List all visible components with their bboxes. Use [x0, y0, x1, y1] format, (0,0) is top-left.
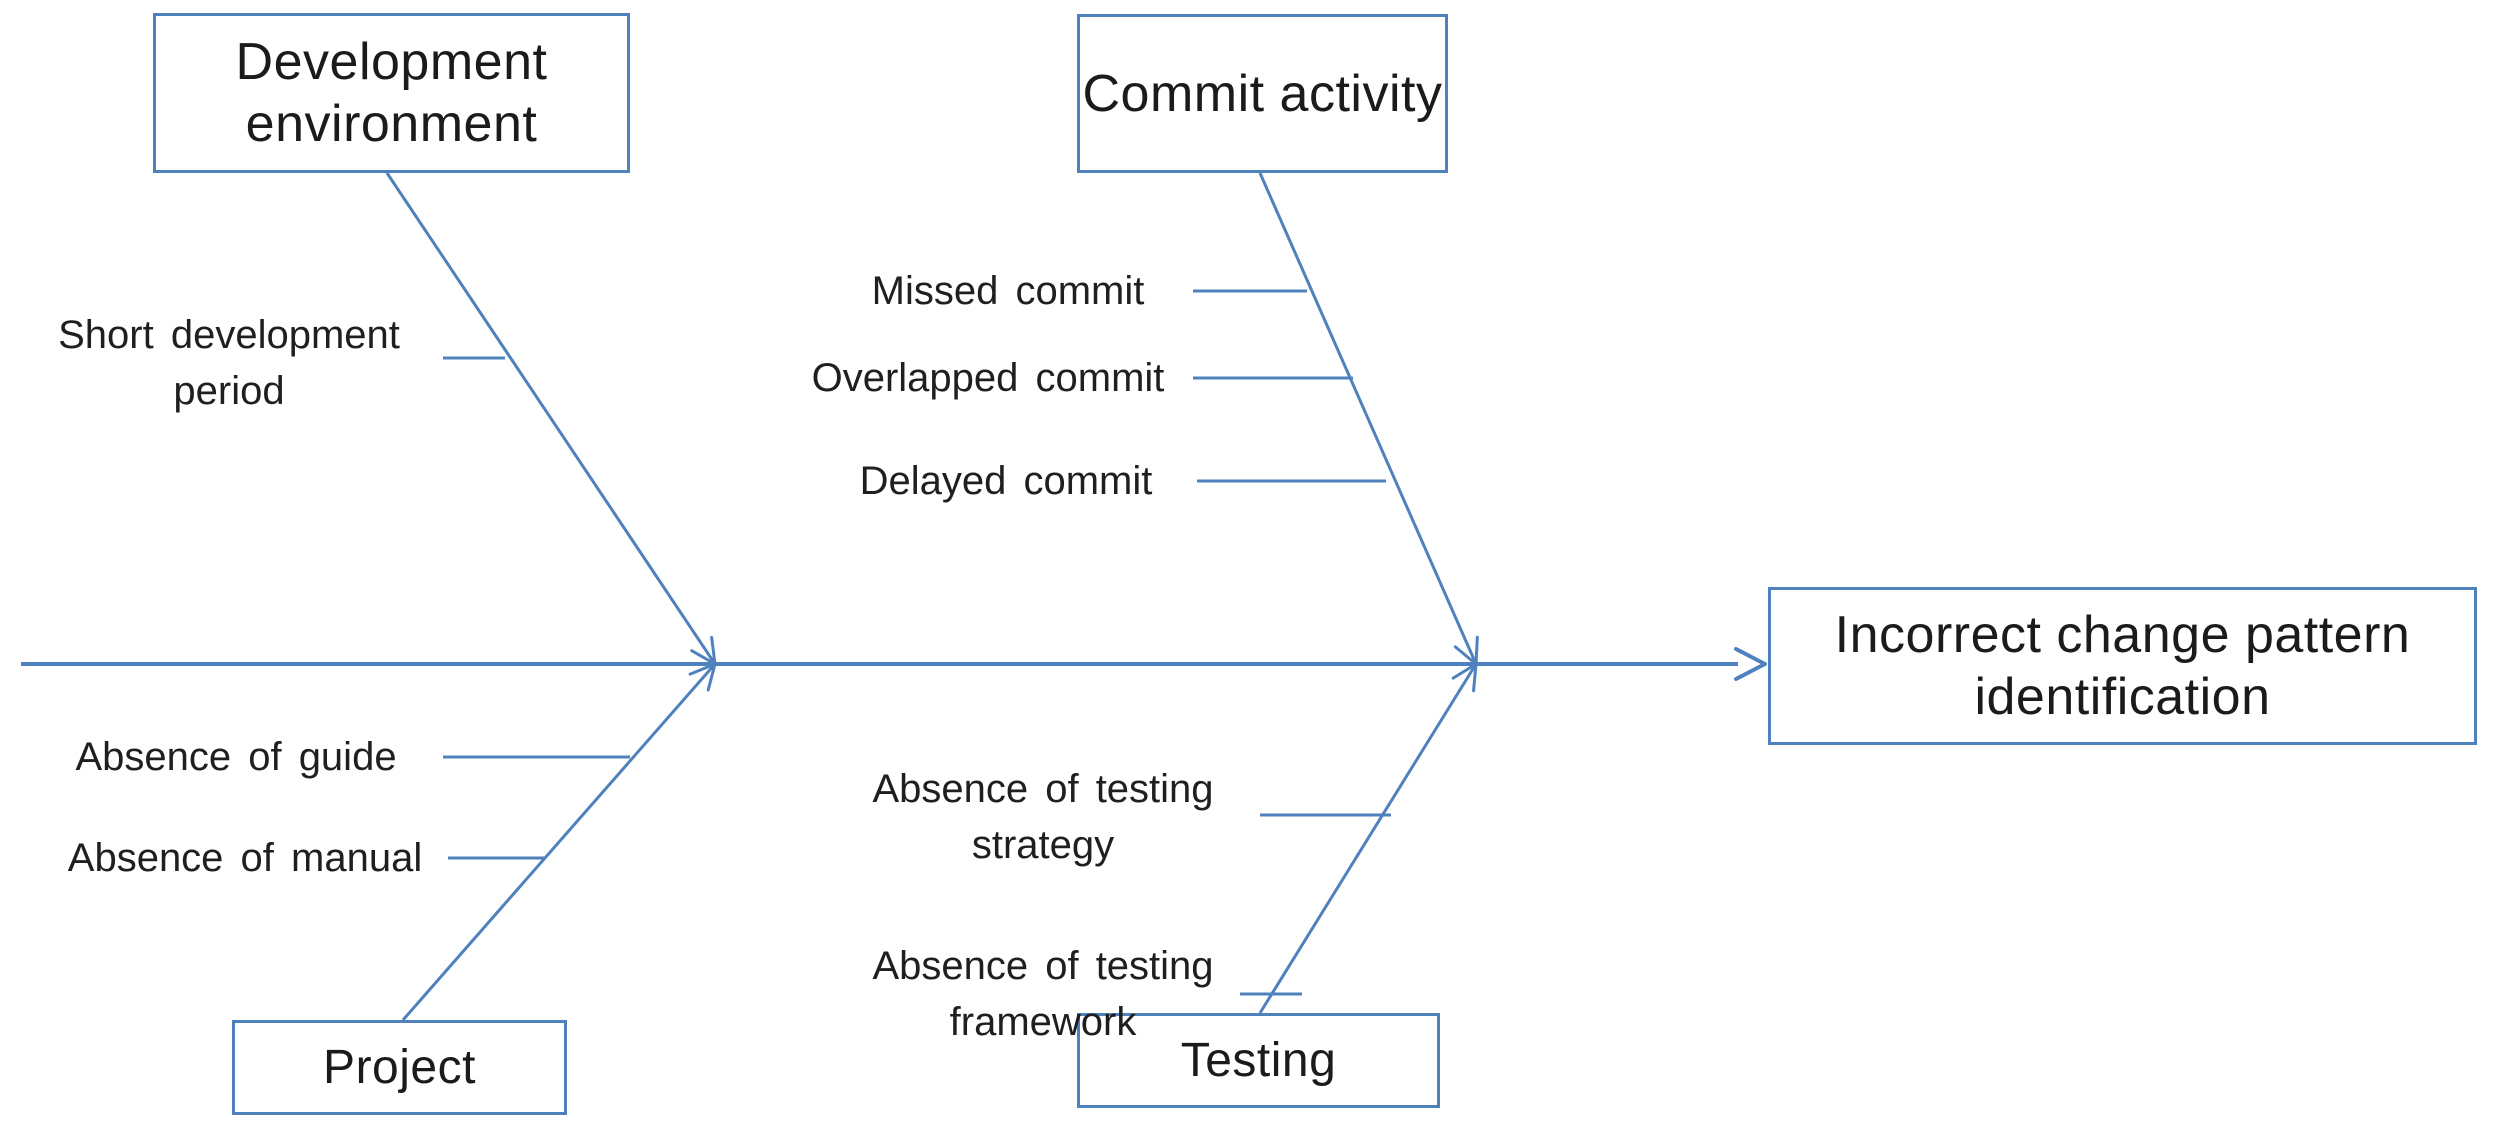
cause-label-missed-commit: Missed commit [871, 269, 1145, 313]
cause-label-absence-of-testing-strategy: Absence of testing strategy [872, 767, 1214, 867]
bone-project [401, 662, 717, 1021]
category-label-testing: Testing [1180, 1033, 1337, 1087]
category-box-project: Project [232, 1020, 567, 1115]
category-label-commit-activity: Commit activity [1082, 64, 1443, 123]
cause-label-short-development-period: Short development period [58, 313, 400, 413]
category-label-project: Project [323, 1040, 476, 1094]
spine-arrowhead [1734, 647, 1767, 681]
category-box-development-environment: Development environment [153, 13, 630, 173]
cause-label-absence-of-guide: Absence of guide [75, 735, 397, 779]
bone-development-environment [385, 172, 717, 666]
bone-commit-activity [1258, 172, 1479, 666]
effect-box: Incorrect change pattern identification [1768, 587, 2477, 745]
cause-label-overlapped-commit: Overlapped commit [811, 356, 1165, 400]
cause-label-delayed-commit: Delayed commit [859, 459, 1153, 503]
category-box-commit-activity: Commit activity [1077, 14, 1448, 173]
category-box-testing: Testing [1077, 1013, 1440, 1108]
effect-label: Incorrect change pattern identification [1834, 606, 2411, 726]
category-label-development-environment: Development environment [235, 33, 548, 153]
cause-label-absence-of-manual: Absence of manual [67, 836, 423, 880]
bone-testing [1258, 662, 1478, 1014]
cause-label-absence-of-testing-framework: Absence of testing framework [872, 944, 1214, 1044]
